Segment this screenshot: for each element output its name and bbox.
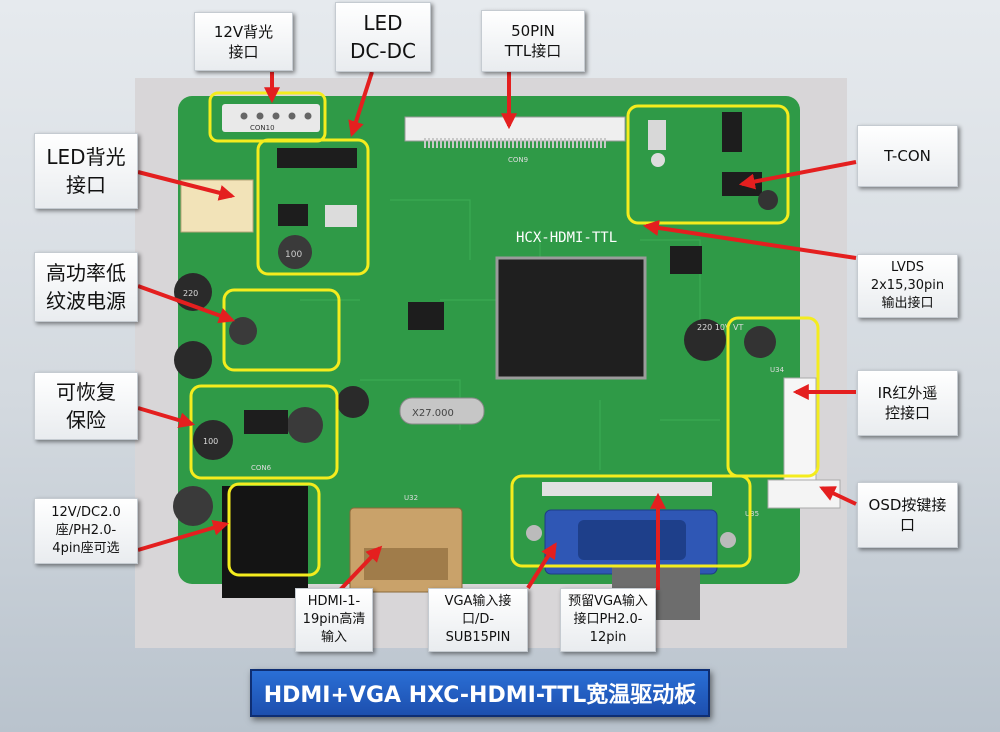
arrow-icon <box>348 71 374 138</box>
label-12v-backlight: 12V背光 接口 <box>194 12 293 71</box>
label-vga: VGA输入接 口/D- SUB15PIN <box>428 588 528 652</box>
dcdc-components: 100 <box>277 148 357 269</box>
cap-220-10v-text: 220 10V VT <box>697 323 743 332</box>
cap-100-left: 100 <box>203 437 218 446</box>
label-vga-reserved: 预留VGA输入 接口PH2.0- 12pin <box>560 588 656 652</box>
label-led-backlight: LED背光 接口 <box>34 133 138 209</box>
crystal-oscillator: X27.000 <box>399 397 485 425</box>
board-name-silkscreen: HCX-HDMI-TTL <box>516 230 617 246</box>
arrow-icon <box>137 519 230 552</box>
highlight-tcon <box>626 104 790 225</box>
con10-header: CON10 <box>222 104 320 132</box>
label-dc-power: 12V/DC2.0 座/PH2.0- 4pin座可选 <box>34 498 138 564</box>
cap-220-left: 220 <box>183 289 198 298</box>
ref-con9: CON9 <box>508 156 528 164</box>
highlight-power <box>222 288 341 372</box>
highlight-fuse <box>189 384 339 480</box>
main-processor-chip: HCX-HDMI-TTL <box>495 230 647 380</box>
label-tcon: T-CON <box>857 125 958 187</box>
ref-u35: U35 <box>745 510 759 518</box>
arrow-icon <box>738 160 857 190</box>
osd-connector <box>767 479 841 509</box>
crystal-label: X27.000 <box>412 408 454 419</box>
vga-reserved-header <box>542 482 712 496</box>
label-high-power: 高功率低 纹波电源 <box>34 252 138 322</box>
dc-jack <box>222 486 308 598</box>
ref-con6: CON6 <box>251 464 272 472</box>
arrow-icon <box>338 545 383 592</box>
cap-220-10v: 220 10V VT <box>684 319 743 361</box>
ref-u34: U34 <box>770 366 785 374</box>
inductor-right <box>744 326 776 358</box>
label-osd: OSD按键接 口 <box>857 482 958 548</box>
label-50pin-ttl: 50PIN TTL接口 <box>481 10 585 72</box>
ref-u32: U32 <box>404 494 418 502</box>
capacitors-left: 220 100 CON6 <box>173 273 444 526</box>
arrow-icon <box>819 486 857 506</box>
arrow-icon <box>137 170 236 201</box>
hdmi-connector: U32 <box>349 494 463 593</box>
inductor-100: 100 <box>285 250 302 260</box>
arrows <box>137 71 857 592</box>
led-backlight-connector <box>180 179 254 233</box>
fpc-50pin-connector: CON9 <box>404 116 626 164</box>
label-led-dcdc: LED DC-DC <box>335 2 431 72</box>
label-lvds: LVDS 2x15,30pin 输出接口 <box>857 254 958 318</box>
tcon-components <box>648 112 778 274</box>
arrow-icon <box>137 284 236 324</box>
label-hdmi: HDMI-1- 19pin高清 输入 <box>295 588 373 652</box>
highlight-vga <box>510 474 752 568</box>
arrow-icon <box>642 220 857 260</box>
ref-con10: CON10 <box>250 124 275 132</box>
ir-connector: U34 <box>770 366 817 491</box>
label-fuse: 可恢复 保险 <box>34 372 138 440</box>
arrow-icon <box>526 542 557 590</box>
highlight-led-dcdc <box>256 138 370 276</box>
label-ir: IR红外遥 控接口 <box>857 370 958 436</box>
arrow-icon <box>137 406 196 429</box>
title-banner: HDMI+VGA HXC-HDMI-TTL宽温驱动板 <box>250 669 710 717</box>
highlight-ir <box>726 316 820 478</box>
